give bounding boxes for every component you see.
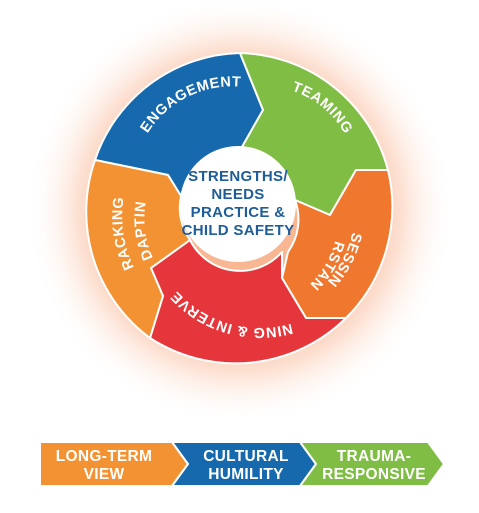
banner-label-cultural-2: HUMILITY — [208, 466, 284, 483]
segment-tracking-adapting[interactable] — [85, 159, 191, 339]
center-hub — [180, 146, 296, 262]
cycle-ring — [85, 52, 394, 365]
banner-label-trauma-2: RESPONSIVE — [322, 466, 426, 483]
center-line-1: STRENGTHS/ — [188, 168, 288, 185]
principles-banner: LONG-TERM VIEW CULTURAL HUMILITY TRAUMA-… — [39, 441, 445, 487]
banner-label-cultural-1: CULTURAL — [203, 448, 289, 465]
banner-label-trauma-1: TRAUMA- — [337, 448, 411, 465]
banner-trauma-responsive[interactable] — [299, 441, 445, 487]
center-line-2: NEEDS — [211, 186, 264, 203]
center-line-4: CHILD SAFETY — [182, 222, 295, 239]
center-label: STRENGTHS/ NEEDS PRACTICE & CHILD SAFETY — [182, 168, 295, 239]
center-line-3: PRACTICE & — [191, 204, 286, 221]
banner-label-long-term-2: VIEW — [84, 466, 125, 483]
banner-label-long-term-1: LONG-TERM — [56, 448, 153, 465]
